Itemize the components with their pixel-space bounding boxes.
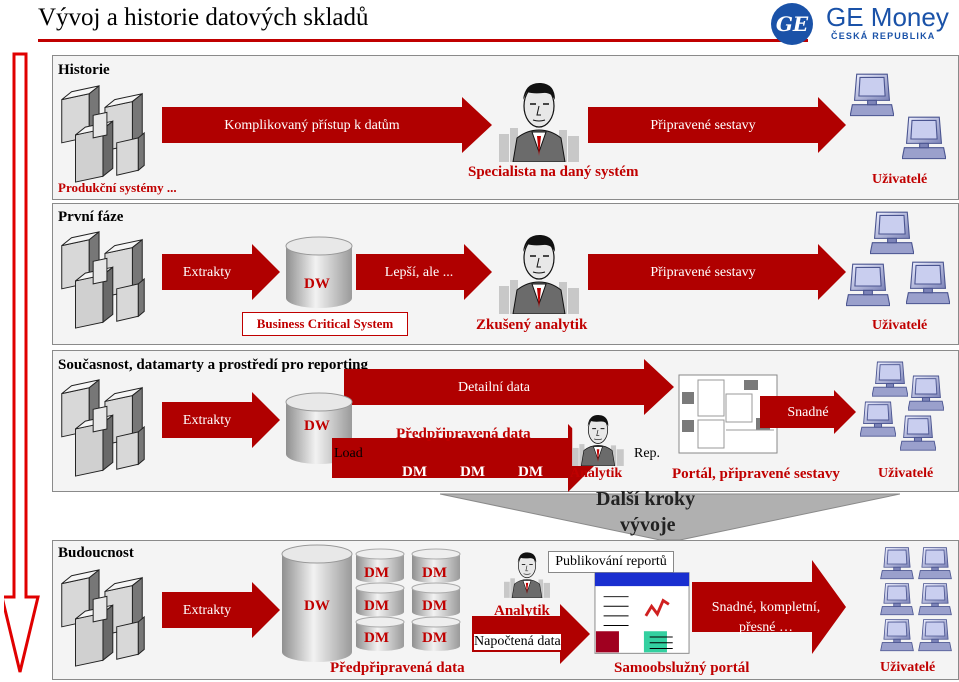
- datamart-group: [355, 548, 461, 651]
- label-analytik-4: Analytik: [494, 603, 550, 619]
- computer-icon: [908, 374, 944, 414]
- computer-icon: [906, 260, 950, 308]
- computer-icon: [860, 400, 896, 440]
- arrow-extrakty: [162, 244, 280, 300]
- label-rep: Rep.: [634, 446, 661, 461]
- computer-icon: [918, 546, 952, 582]
- datamart-label: DM: [364, 630, 389, 646]
- arrow-snadne: [760, 390, 856, 434]
- ge-logo: GE: [771, 3, 813, 45]
- label-snadne-kompletni: Snadné, kompletní,: [711, 600, 821, 615]
- datamart-label: DM: [422, 630, 447, 646]
- label-uzivatele-2: Uživatelé: [872, 318, 928, 333]
- computer-icon: [880, 582, 914, 618]
- arrow-label-lepsi: Lepší, ale ...: [384, 265, 454, 280]
- datamart-label: DM: [364, 565, 389, 581]
- title-underline: [38, 39, 808, 42]
- panel-title-budoucnost: Budoucnost: [58, 545, 134, 561]
- datamart-label: DM: [518, 464, 543, 480]
- datamart-label: DM: [422, 565, 447, 581]
- arrow-extrakty-4: [162, 582, 280, 638]
- panel-title-historie: Historie: [58, 62, 110, 78]
- computer-icon: [850, 72, 894, 120]
- server-stack-icon: [56, 372, 148, 480]
- arrow-pripravene-sestavy: [588, 97, 846, 153]
- computer-icon: [880, 618, 914, 654]
- arrow-label-pripravene: Připravené sestavy: [650, 118, 756, 133]
- datamart-label: DM: [364, 598, 389, 614]
- timeline-arrow: [4, 52, 40, 673]
- label-predpripravena-data: Předpřipravená data: [396, 426, 531, 442]
- arrow-lepsi: [356, 244, 492, 300]
- label-load: Load: [334, 446, 363, 461]
- label-portal: Portál, připravené sestavy: [672, 466, 840, 482]
- arrow-label-pripravene-2: Připravené sestavy: [650, 265, 756, 280]
- label-uzivatele: Uživatelé: [872, 172, 928, 187]
- computer-icon: [902, 115, 946, 163]
- arrow-label-detailni: Detailní data: [458, 380, 530, 395]
- arrow-komplikovany: [162, 97, 492, 153]
- label-vyvoje: vývoje: [620, 514, 676, 536]
- brand-subtitle: ČESKÁ REPUBLIKA: [831, 31, 936, 41]
- label-dw-3: DW: [304, 418, 330, 434]
- server-stack-icon: [56, 562, 148, 670]
- label-predpripravena-data-4: Předpřipravená data: [330, 660, 465, 676]
- brand-name: GE Money: [826, 2, 949, 32]
- label-specialista: Specialista na daný systém: [468, 164, 639, 180]
- label-dw: DW: [304, 276, 330, 292]
- label-uzivatele-3: Uživatelé: [878, 466, 934, 481]
- datamart-label: DM: [402, 464, 427, 480]
- person-icon: [498, 72, 580, 162]
- label-business-critical-system: Business Critical System: [242, 312, 408, 336]
- label-presne: přesné …: [738, 620, 794, 635]
- computer-icon: [872, 360, 908, 400]
- person-icon: [498, 224, 580, 314]
- arrow-label-extrakty-4: Extrakty: [182, 603, 232, 618]
- datamart-label: DM: [422, 598, 447, 614]
- database-icon: [285, 236, 353, 308]
- arrow-snadne-kompletni: [692, 560, 846, 654]
- database-icon: [281, 544, 353, 662]
- arrow-label-snadne: Snadné: [787, 405, 829, 420]
- datamart-label: DM: [460, 464, 485, 480]
- person-icon: [572, 408, 624, 466]
- person-icon: [504, 546, 550, 598]
- computer-icon: [870, 210, 914, 258]
- arrow-label-komplikovany: Komplikovaný přístup k datům: [224, 118, 400, 133]
- computer-icon: [846, 262, 890, 310]
- arrow-label-extrakty: Extrakty: [182, 265, 232, 280]
- server-stack-icon: [56, 78, 148, 186]
- panel-title-prvni-faze: První fáze: [58, 209, 124, 225]
- page-title: Vývoj a historie datových skladů: [38, 4, 369, 31]
- label-samoobsluzny-portal: Samoobslužný portál: [614, 660, 750, 676]
- panel-title-soucasnost: Současnost, datamarty a prostředí pro re…: [58, 357, 369, 373]
- arrow-pripravene-sestavy-2: [588, 244, 846, 300]
- computer-icon: [900, 414, 936, 454]
- computer-icon: [918, 582, 952, 618]
- portal-icon: [594, 570, 690, 656]
- computer-icon: [880, 546, 914, 582]
- label-dalsi-kroky: Další kroky: [596, 488, 696, 510]
- label-analytik: Analytik: [570, 466, 623, 481]
- arrow-detailni-data: [344, 359, 674, 415]
- label-napoctena-data: Napočtená data: [474, 634, 561, 650]
- arrow-extrakty-3: [162, 392, 280, 448]
- arrow-label-extrakty-3: Extrakty: [182, 413, 232, 428]
- label-uzivatele-4: Uživatelé: [880, 660, 936, 675]
- server-stack-icon: [56, 224, 148, 332]
- label-dw-4: DW: [304, 598, 330, 614]
- computer-icon: [918, 618, 952, 654]
- label-zkuseny-analytik: Zkušený analytik: [476, 317, 588, 333]
- arrow-load: [332, 424, 602, 492]
- label-produkcni-systemy: Produkční systémy ...: [58, 180, 177, 195]
